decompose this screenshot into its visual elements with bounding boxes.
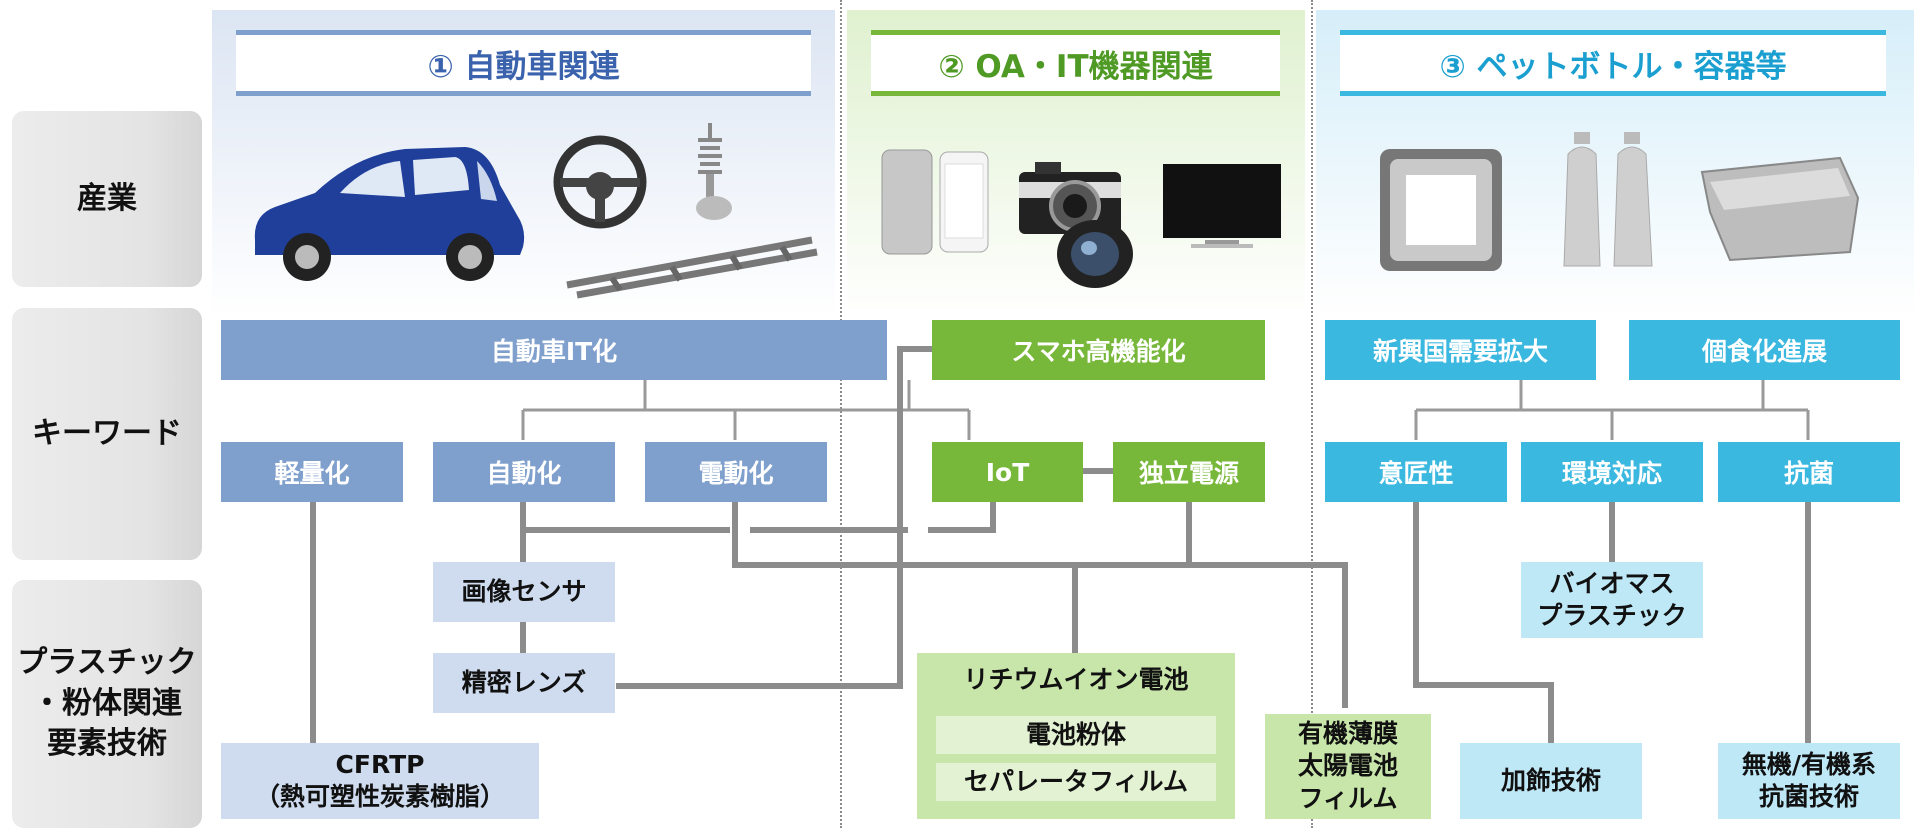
column-title-oa-it: ② OA・IT機器関連 xyxy=(871,30,1280,96)
keyword-individual-meals: 個食化進展 xyxy=(1629,320,1900,380)
column-title-automotive: ① 自動車関連 xyxy=(236,30,811,96)
chassis-frame-image xyxy=(566,236,818,299)
keyword-automation: 自動化 xyxy=(433,442,615,502)
keyword-iot: IoT xyxy=(932,442,1083,502)
pet-bottle-image xyxy=(1563,132,1653,267)
tray-image xyxy=(1380,149,1502,271)
tech-image-sensor: 画像センサ xyxy=(433,562,615,622)
tech-biomass-plastic: バイオマス プラスチック xyxy=(1521,562,1703,638)
tech-separator-film: セパレータフィルム xyxy=(936,763,1216,801)
food-container-image xyxy=(1700,156,1860,262)
tech-decoration: 加飾技術 xyxy=(1460,743,1642,819)
keyword-environment: 環境対応 xyxy=(1521,442,1703,502)
keyword-lightweight: 軽量化 xyxy=(221,442,403,502)
row-label-keyword: キーワード xyxy=(12,308,202,560)
camera-lens-image xyxy=(1057,220,1133,288)
tech-antibacterial: 無機/有機系 抗菌技術 xyxy=(1718,743,1900,819)
tech-li-battery: リチウムイオン電池 xyxy=(963,664,1189,694)
smartphone-image xyxy=(881,149,989,255)
steering-wheel-image xyxy=(553,135,647,229)
tech-battery-powder: 電池粉体 xyxy=(936,716,1216,754)
column-title-pet: ③ ペットボトル・容器等 xyxy=(1340,30,1886,96)
suspension-image xyxy=(696,123,732,220)
keyword-antibacterial: 抗菌 xyxy=(1718,442,1900,502)
tech-cfrtp: CFRTP （熱可塑性炭素樹脂） xyxy=(221,743,539,819)
keyword-smartphone: スマホ高機能化 xyxy=(932,320,1265,380)
row-label-tech: プラスチック ・粉体関連 要素技術 xyxy=(12,580,202,828)
keyword-emerging-markets: 新興国需要拡大 xyxy=(1325,320,1596,380)
row-label-industry: 産業 xyxy=(12,111,202,287)
camera-image xyxy=(1019,162,1121,234)
keyword-design: 意匠性 xyxy=(1325,442,1507,502)
column-divider-2 xyxy=(1311,0,1313,828)
tech-organic-solar-film: 有機薄膜 太陽電池 フィルム xyxy=(1265,714,1431,819)
keyword-independent-power: 独立電源 xyxy=(1113,442,1265,502)
television-image xyxy=(1163,164,1281,248)
tech-precision-lens: 精密レンズ xyxy=(433,653,615,713)
keyword-electrification: 電動化 xyxy=(645,442,827,502)
column-divider-1 xyxy=(840,0,842,828)
keyword-auto-it: 自動車IT化 xyxy=(221,320,887,380)
car-image xyxy=(254,147,525,281)
